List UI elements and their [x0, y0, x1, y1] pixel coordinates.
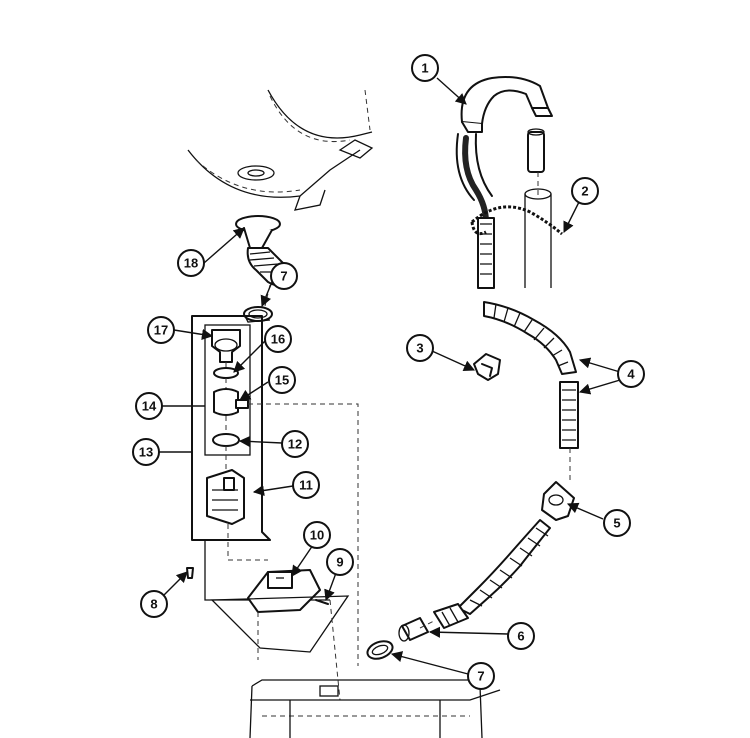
- callout-label: 7: [477, 669, 484, 684]
- callout-13: 13: [132, 438, 160, 466]
- callout-17: 17: [147, 316, 175, 344]
- hose-grommet: [541, 481, 575, 521]
- callout-18: 18: [177, 249, 205, 277]
- callout-8: 8: [140, 590, 168, 618]
- standpipe: [524, 172, 552, 288]
- hose-clamp-lower: [366, 640, 394, 660]
- callout-label: 2: [581, 184, 588, 199]
- hose-coupling: [398, 603, 469, 642]
- callout-label: 15: [275, 373, 289, 388]
- callout-label: 16: [271, 332, 285, 347]
- callout-label: 1: [421, 61, 428, 76]
- callout-label: 8: [150, 597, 157, 612]
- callout-4: 4: [617, 360, 645, 388]
- callout-label: 9: [336, 555, 343, 570]
- drain-hose-lower: [457, 519, 551, 615]
- callout-label: 17: [154, 323, 168, 338]
- callout-label: 4: [627, 367, 635, 382]
- callout-12: 12: [281, 430, 309, 458]
- callout-label: 3: [416, 341, 423, 356]
- callout-14: 14: [135, 392, 163, 420]
- pump-assembly: [186, 315, 350, 653]
- tub-illustration: [187, 89, 374, 211]
- callout-7-lower: 7: [467, 662, 495, 690]
- callout-label: 10: [310, 528, 324, 543]
- callout-leaders: [158, 77, 621, 675]
- callout-label: 11: [299, 478, 313, 493]
- callout-1: 1: [411, 54, 439, 82]
- callout-3: 3: [406, 334, 434, 362]
- hose-tie-chain: [471, 205, 563, 236]
- callout-6: 6: [507, 622, 535, 650]
- callout-label: 12: [288, 437, 302, 452]
- callout-label: 14: [142, 399, 157, 414]
- callout-11: 11: [292, 471, 320, 499]
- cabinet-base: [249, 679, 501, 738]
- drain-hose-hanger: [460, 76, 553, 173]
- callout-label: 13: [139, 445, 153, 460]
- callout-label: 7: [280, 269, 287, 284]
- callout-label: 18: [184, 256, 198, 271]
- callout-16: 16: [264, 325, 292, 353]
- drain-hose-upper: [477, 217, 495, 289]
- hose-clip: [473, 353, 501, 381]
- callout-5: 5: [603, 509, 631, 537]
- drain-hose: [483, 301, 579, 449]
- callout-label: 5: [613, 516, 620, 531]
- callout-10: 10: [303, 521, 331, 549]
- hose-clamp-upper: [243, 306, 273, 323]
- callout-label: 6: [517, 629, 524, 644]
- callout-7-upper: 7: [270, 262, 298, 290]
- callout-15: 15: [268, 366, 296, 394]
- callout-9: 9: [326, 548, 354, 576]
- callout-2: 2: [571, 177, 599, 205]
